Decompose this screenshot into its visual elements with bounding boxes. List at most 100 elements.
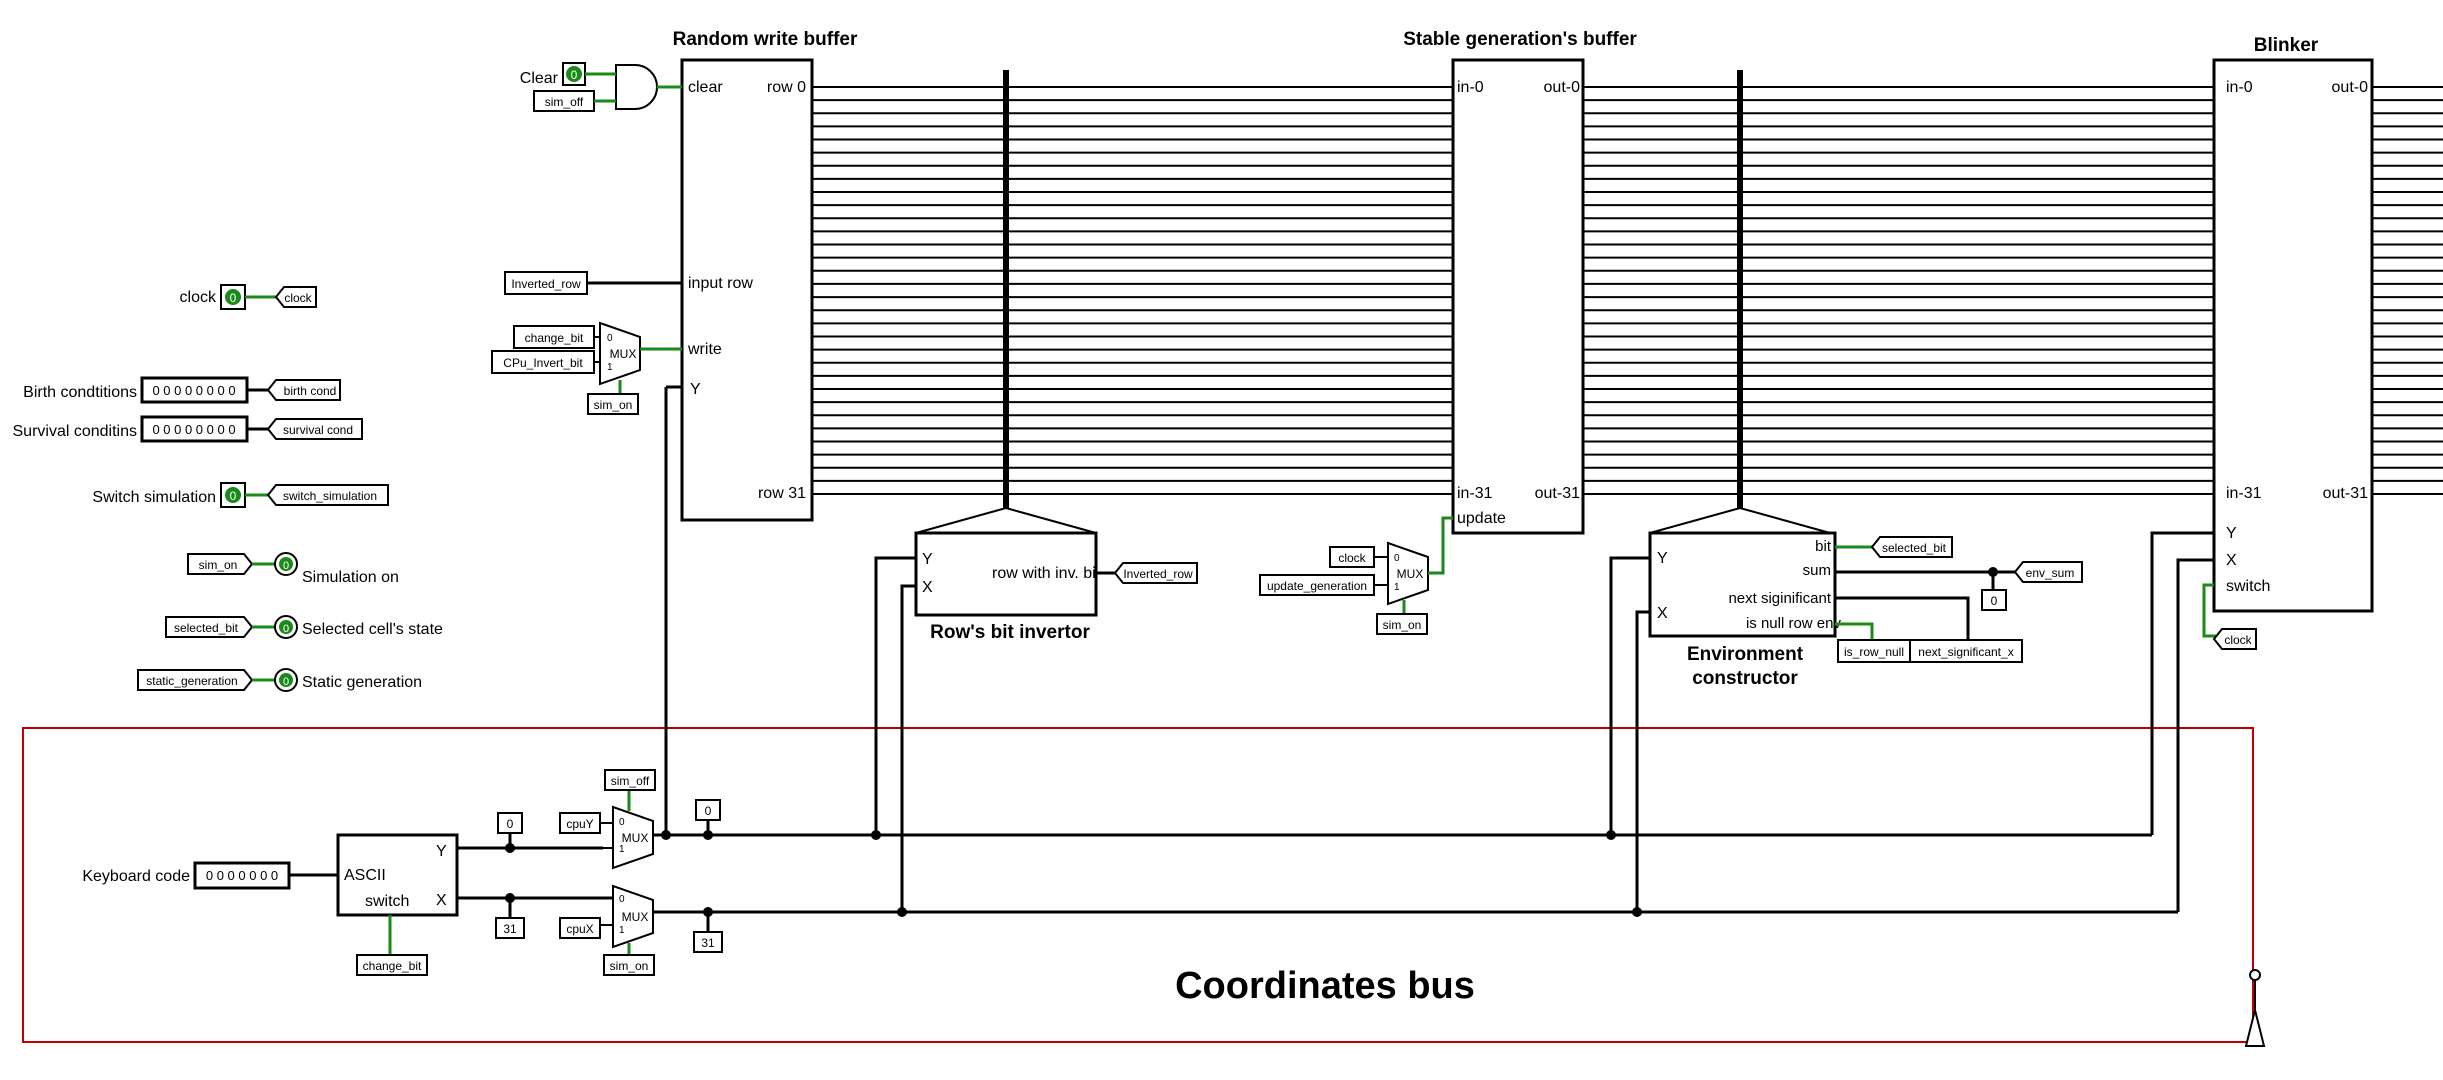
svg-text:in-0: in-0 xyxy=(2226,79,2253,96)
svg-text:sim_off: sim_off xyxy=(611,774,650,788)
svg-text:0: 0 xyxy=(619,817,625,828)
svg-text:0: 0 xyxy=(1991,594,1998,608)
svg-text:selected_bit: selected_bit xyxy=(1882,541,1947,555)
svg-text:clock: clock xyxy=(1338,551,1366,565)
splitter-inverter xyxy=(915,506,1097,534)
svg-text:switch: switch xyxy=(365,893,409,910)
svg-text:sim_on: sim_on xyxy=(1383,618,1422,632)
const-0-y xyxy=(497,812,523,834)
svg-text:birth cond: birth cond xyxy=(284,384,337,398)
bus-spine-left xyxy=(1003,70,1009,510)
svg-text:0: 0 xyxy=(283,560,289,572)
svg-text:selected_bit: selected_bit xyxy=(174,621,239,635)
svg-text:0: 0 xyxy=(619,894,625,905)
const-31-x xyxy=(495,917,525,939)
const-0-env xyxy=(1981,589,2007,611)
random-write-buffer[interactable] xyxy=(680,58,814,522)
svg-text:in-31: in-31 xyxy=(1457,485,1493,502)
svg-text:in-0: in-0 xyxy=(1457,79,1484,96)
write-mux xyxy=(599,321,641,386)
environment-title-1: Environment xyxy=(1687,644,1804,665)
static-gen-label: Static generation xyxy=(302,674,422,691)
cpux-tunnel xyxy=(559,917,601,939)
svg-text:cpuX: cpuX xyxy=(566,922,593,936)
svg-text:env_sum: env_sum xyxy=(2026,566,2075,580)
svg-text:switch_simulation: switch_simulation xyxy=(283,489,377,503)
svg-text:clock: clock xyxy=(2224,633,2252,647)
svg-text:sim_on: sim_on xyxy=(610,959,649,973)
static-generation-tunnel-out xyxy=(137,669,254,691)
update-mux xyxy=(1387,541,1429,606)
svg-text:0: 0 xyxy=(705,804,712,818)
svg-text:Inverted_row: Inverted_row xyxy=(511,277,581,291)
const-0-ybus xyxy=(695,799,721,821)
svg-text:X: X xyxy=(922,579,933,596)
svg-text:CPu_Invert_bit: CPu_Invert_bit xyxy=(503,356,583,370)
svg-text:sim_off: sim_off xyxy=(545,95,584,109)
survival-input[interactable] xyxy=(140,415,249,443)
selected-bit-tunnel xyxy=(1870,536,1953,558)
svg-text:sim_on: sim_on xyxy=(199,558,238,572)
svg-text:next siginificant: next siginificant xyxy=(1728,590,1831,607)
inverted-row-tunnel-out xyxy=(1113,562,1198,584)
blinker[interactable] xyxy=(2212,58,2374,613)
svg-text:1: 1 xyxy=(1394,582,1400,593)
svg-text:0 0 0 0 0 0 0 0: 0 0 0 0 0 0 0 0 xyxy=(152,383,235,398)
svg-text:sim_on: sim_on xyxy=(594,398,633,412)
svg-text:out-31: out-31 xyxy=(1535,485,1580,502)
svg-text:row with inv. bi: row with inv. bi xyxy=(992,565,1096,582)
svg-text:next_significant_x: next_significant_x xyxy=(1918,645,2013,659)
keyboard-input[interactable] xyxy=(193,861,291,890)
keyboard-label: Keyboard code xyxy=(82,868,190,885)
pin-row31: row 31 xyxy=(758,485,806,502)
survival-cond-tunnel xyxy=(266,418,363,440)
pin-row0: row 0 xyxy=(767,79,806,96)
splitter-env xyxy=(1649,506,1831,534)
stable-generation-buffer[interactable] xyxy=(1451,58,1585,535)
row-bus-lines xyxy=(812,86,2443,495)
svg-text:Inverted_row: Inverted_row xyxy=(1123,567,1193,581)
svg-text:out-0: out-0 xyxy=(2332,79,2369,96)
svg-text:0 0 0 0 0 0 0 0: 0 0 0 0 0 0 0 0 xyxy=(152,422,235,437)
stable-buffer-title: Stable generation's buffer xyxy=(1403,29,1637,50)
svg-text:switch: switch xyxy=(2226,578,2270,595)
clock-label: clock xyxy=(180,289,217,306)
svg-text:MUX: MUX xyxy=(622,910,649,924)
svg-text:survival cond: survival cond xyxy=(283,423,353,437)
row-bit-invertor[interactable] xyxy=(914,531,1098,617)
svg-text:update_generation: update_generation xyxy=(1267,579,1367,593)
svg-text:0: 0 xyxy=(607,333,613,344)
svg-text:X: X xyxy=(2226,552,2237,569)
svg-text:0: 0 xyxy=(230,291,237,305)
svg-text:change_bit: change_bit xyxy=(363,959,422,973)
svg-text:X: X xyxy=(1657,605,1668,622)
pull-resistor xyxy=(2244,969,2266,1047)
clear-input-led xyxy=(566,66,582,82)
env-sum-tunnel xyxy=(2013,561,2083,583)
blinker-title: Blinker xyxy=(2254,35,2319,56)
pin-write: write xyxy=(687,341,722,358)
environment-title-2: constructor xyxy=(1692,668,1798,689)
svg-text:Y: Y xyxy=(2226,525,2237,542)
environment-constructor[interactable] xyxy=(1648,531,1837,638)
svg-text:out-0: out-0 xyxy=(1544,79,1581,96)
svg-text:1: 1 xyxy=(607,362,613,373)
svg-text:Y: Y xyxy=(1657,550,1668,567)
birth-cond-tunnel xyxy=(266,379,341,401)
ascii-switch[interactable] xyxy=(336,833,459,917)
row-inverter-title: Row's bit invertor xyxy=(930,622,1090,643)
birth-input[interactable] xyxy=(140,376,249,404)
birth-label: Birth condtitions xyxy=(23,384,137,401)
sim-on-tunnel-write xyxy=(587,393,639,415)
svg-text:1: 1 xyxy=(619,844,625,855)
random-write-buffer-title: Random write buffer xyxy=(673,29,858,50)
svg-text:is null row env: is null row env xyxy=(1746,615,1842,632)
coordinates-bus-frame xyxy=(22,727,2254,1043)
sim-on-label: Simulation on xyxy=(302,569,399,586)
svg-text:is_row_null: is_row_null xyxy=(1844,645,1904,659)
svg-text:0: 0 xyxy=(230,489,237,503)
svg-text:0: 0 xyxy=(571,68,578,82)
svg-text:clock: clock xyxy=(284,291,312,305)
change-bit-tunnel-bus xyxy=(356,954,428,976)
